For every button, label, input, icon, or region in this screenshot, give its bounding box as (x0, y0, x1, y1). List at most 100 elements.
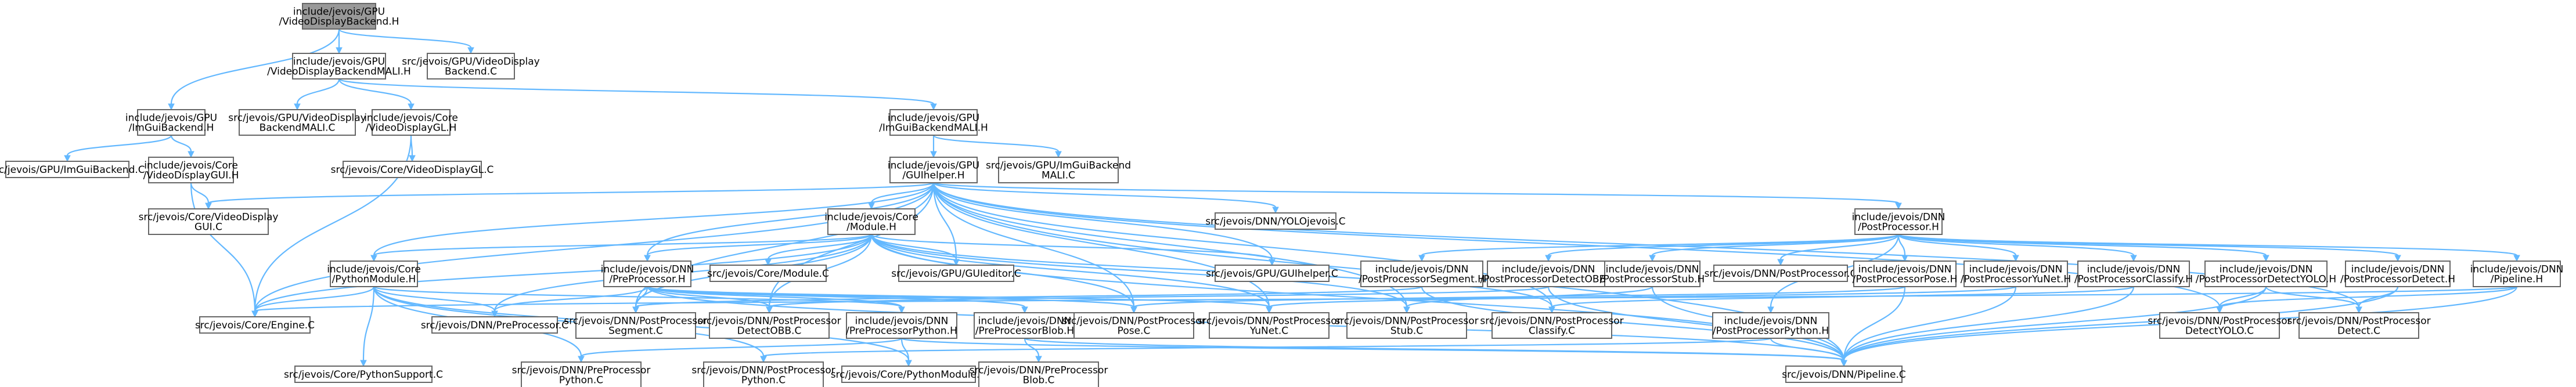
node-pipeline_c[interactable]: src/jevois/DNN/Pipeline.C (1782, 366, 1906, 383)
node-box[interactable] (2298, 312, 2419, 339)
node-vdgui_c[interactable]: src/jevois/Core/VideoDisplayGUI.C (139, 208, 279, 235)
node-vdbmali_c[interactable]: src/jevois/GPU/VideoDisplayBackendMALI.C (228, 109, 366, 136)
node-imguibackendmali_h[interactable]: include/jevois/GPU/ImGuiBackendMALI.H (879, 109, 988, 136)
node-ppstub_c[interactable]: src/jevois/DNN/PostProcessorStub.C (1335, 312, 1479, 339)
node-ppobb_h[interactable]: include/jevois/DNN/PostProcessorDetectOB… (1480, 261, 1617, 287)
node-ppstub_h[interactable]: include/jevois/DNN/PostProcessorStub.H (1600, 261, 1705, 287)
node-guihelper_c[interactable]: src/jevois/GPU/GUIhelper.C (1206, 265, 1338, 282)
node-pppython_c[interactable]: src/jevois/DNN/PostProcessorPython.C (691, 361, 835, 387)
node-preproc_h[interactable]: include/jevois/DNN/PreProcessor.H (601, 261, 694, 287)
node-box[interactable] (372, 109, 451, 136)
node-box[interactable] (1713, 265, 1848, 282)
node-root[interactable]: include/jevois/GPU/VideoDisplayBackend.H (279, 3, 399, 30)
node-ppdetect_c[interactable]: src/jevois/DNN/PostProcessorDetect.C (2287, 312, 2431, 339)
node-box[interactable] (137, 109, 206, 136)
node-box[interactable] (2345, 261, 2451, 287)
node-pppose_h[interactable]: include/jevois/DNN/PostProcessorPose.H (1853, 261, 1958, 287)
node-box[interactable] (846, 312, 957, 339)
node-box[interactable] (841, 366, 976, 383)
node-ppyunet_h[interactable]: include/jevois/DNN/PostProcessorYuNet.H (1961, 261, 2071, 287)
node-ppdetect_h[interactable]: include/jevois/DNN/PostProcessorDetect.H (2340, 261, 2455, 287)
node-box[interactable] (1712, 312, 1829, 339)
node-box[interactable] (889, 157, 978, 183)
node-box[interactable] (343, 161, 482, 178)
node-ppyolo_h[interactable]: include/jevois/DNN/PostProcessorDetectYO… (2196, 261, 2336, 287)
node-box[interactable] (709, 265, 827, 282)
node-box[interactable] (2159, 312, 2280, 339)
node-vdbmali_h[interactable]: include/jevois/GPU/VideoDisplayBackendMA… (267, 53, 411, 79)
node-preblob_h[interactable]: include/jevois/DNN/PreProcessorBlob.H (974, 312, 1076, 339)
node-pythonmodule_h[interactable]: include/jevois/Core/PythonModule.H (327, 261, 421, 287)
node-ppyunet_c[interactable]: src/jevois/DNN/PostProcessorYuNet.C (1197, 312, 1341, 339)
node-box[interactable] (1215, 265, 1330, 282)
node-vdgl_c[interactable]: src/jevois/Core/VideoDisplayGL.C (331, 161, 494, 178)
node-pppython_h[interactable]: include/jevois/DNN/PostProcessorPython.H (1712, 312, 1829, 339)
node-ppseg_c[interactable]: src/jevois/DNN/PostProcessorSegment.C (564, 312, 708, 339)
node-guieditor_c[interactable]: src/jevois/GPU/GUIeditor.C (891, 265, 1021, 282)
node-box[interactable] (1346, 312, 1467, 339)
node-box[interactable] (827, 208, 916, 235)
node-engine_c[interactable]: src/jevois/Core/Engine.C (195, 316, 315, 334)
node-box[interactable] (1963, 261, 2068, 287)
node-ppclassify_h[interactable]: include/jevois/DNN/PostProcessorClassify… (2074, 261, 2193, 287)
node-imguibackend_c[interactable]: src/jevois/GPU/ImGuiBackend.C (0, 161, 145, 178)
node-imguibackendmali_c[interactable]: src/jevois/GPU/ImGuiBackendMALI.C (986, 157, 1131, 183)
node-box[interactable] (431, 316, 558, 334)
node-ppseg_h[interactable]: include/jevois/DNN/PostProcessorSegment.… (1359, 261, 1485, 287)
node-box[interactable] (898, 265, 1014, 282)
node-box[interactable] (292, 53, 386, 79)
node-pythonmodule_c[interactable]: src/jevois/Core/PythonModule.C (831, 366, 987, 383)
node-ppclassify_c[interactable]: src/jevois/DNN/PostProcessorClassify.C (1480, 312, 1624, 339)
node-pppose_c[interactable]: src/jevois/DNN/PostProcessorPose.C (1062, 312, 1206, 339)
node-yolojevois_c[interactable]: src/jevois/DNN/YOLOjevois.C (1205, 212, 1346, 230)
node-pipeline_h[interactable]: include/jevois/DNN/Pipeline.H (2470, 261, 2564, 287)
node-imguibackend_h[interactable]: include/jevois/GPU/ImGuiBackend.H (125, 109, 217, 136)
node-box[interactable] (1854, 208, 1943, 235)
node-box[interactable] (330, 261, 418, 287)
node-box[interactable] (1073, 312, 1194, 339)
node-vdb_c[interactable]: src/jevois/GPU/VideoDisplayBackend.C (402, 53, 540, 79)
node-box[interactable] (302, 3, 376, 30)
node-prepython_c[interactable]: src/jevois/DNN/PreProcessorPython.C (512, 361, 651, 387)
node-box[interactable] (1491, 312, 1612, 339)
node-module_h[interactable]: include/jevois/Core/Module.H (824, 208, 918, 235)
node-box[interactable] (998, 157, 1119, 183)
node-prepython_h[interactable]: include/jevois/DNN/PreProcessorPython.H (846, 312, 957, 339)
node-box[interactable] (294, 366, 433, 383)
node-box[interactable] (1209, 312, 1330, 339)
node-guihelper_h[interactable]: include/jevois/GPU/GUIhelper.H (888, 157, 979, 183)
node-box[interactable] (2204, 261, 2328, 287)
node-box[interactable] (239, 109, 356, 136)
node-box[interactable] (148, 157, 234, 183)
node-vdgui_h[interactable]: include/jevois/Core/VideoDisplayGUI.H (143, 157, 239, 183)
node-box[interactable] (603, 261, 691, 287)
node-box[interactable] (889, 109, 978, 136)
node-box[interactable] (1487, 261, 1610, 287)
node-box[interactable] (1360, 261, 1483, 287)
node-box[interactable] (2077, 261, 2190, 287)
node-box[interactable] (1853, 261, 1957, 287)
node-module_c[interactable]: src/jevois/Core/Module.C (707, 265, 829, 282)
node-box[interactable] (1215, 212, 1336, 230)
node-ppyolo_c[interactable]: src/jevois/DNN/PostProcessorDetectYOLO.C (2148, 312, 2292, 339)
node-preblob_c[interactable]: src/jevois/DNN/PreProcessorBlob.C (970, 361, 1108, 387)
node-box[interactable] (709, 312, 830, 339)
node-ppobb_c[interactable]: src/jevois/DNN/PostProcessorDetectOBB.C (697, 312, 841, 339)
node-box[interactable] (427, 53, 515, 79)
node-box[interactable] (703, 361, 824, 387)
node-box[interactable] (1785, 366, 1903, 383)
node-box[interactable] (1604, 261, 1700, 287)
node-vdgl_h[interactable]: include/jevois/Core/VideoDisplayGL.H (364, 109, 458, 136)
node-postproc_c[interactable]: src/jevois/DNN/PostProcessor.C (1705, 265, 1857, 282)
node-box[interactable] (521, 361, 642, 387)
node-pythonsupport_c[interactable]: src/jevois/Core/PythonSupport.C (284, 366, 443, 383)
node-preproc_c[interactable]: src/jevois/DNN/PreProcessor.C (421, 316, 568, 334)
node-box[interactable] (148, 208, 269, 235)
node-box[interactable] (199, 316, 311, 334)
node-box[interactable] (2473, 261, 2561, 287)
node-box[interactable] (5, 161, 129, 178)
node-postproc_h[interactable]: include/jevois/DNN/PostProcessor.H (1852, 208, 1945, 235)
node-box[interactable] (575, 312, 696, 339)
node-box[interactable] (978, 361, 1099, 387)
node-box[interactable] (974, 312, 1076, 339)
